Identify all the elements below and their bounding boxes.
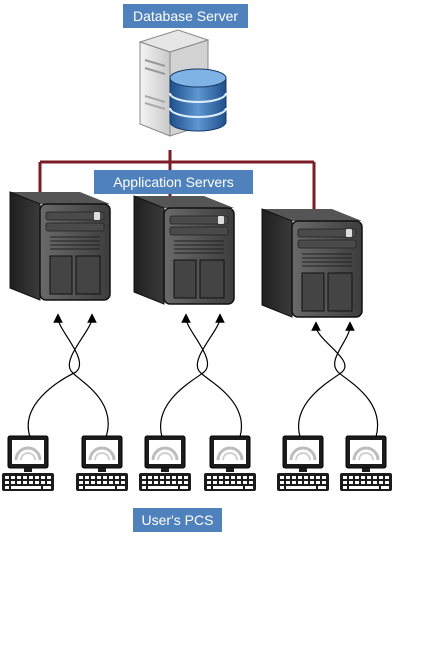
users-pcs-label: User's PCS <box>133 508 222 532</box>
user-pc-3-icon <box>137 434 193 493</box>
user-pc-2-icon <box>74 434 130 493</box>
user-pc-6-icon <box>338 434 394 493</box>
application-server-3-icon <box>261 208 363 318</box>
database-server-label: Database Server <box>123 4 248 28</box>
user-pc-5-icon <box>275 434 331 493</box>
application-server-1-icon <box>9 191 111 301</box>
application-servers-label: Application Servers <box>94 170 253 194</box>
application-server-2-icon <box>133 195 235 305</box>
database-cylinder-icon <box>169 68 227 132</box>
user-pc-1-icon <box>0 434 56 493</box>
user-pc-4-icon <box>202 434 258 493</box>
database-server-icon <box>138 29 227 137</box>
client-links <box>27 313 379 438</box>
